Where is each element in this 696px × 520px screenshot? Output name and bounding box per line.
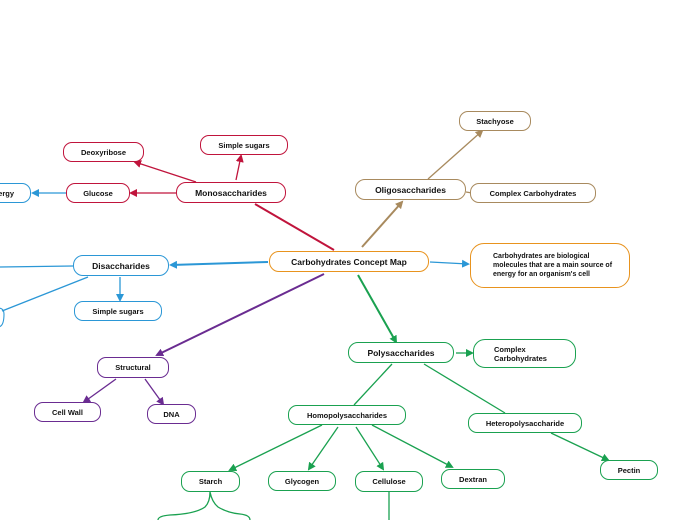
stachyose-node[interactable]: Stachyose bbox=[459, 111, 531, 131]
cellulose-node[interactable]: Cellulose bbox=[355, 471, 423, 492]
polysaccharides-node[interactable]: Polysaccharides bbox=[348, 342, 454, 363]
link-root-polysaccharides bbox=[357, 274, 397, 344]
link-starch-down bbox=[157, 491, 251, 520]
heteropolysaccharide-node[interactable]: Heteropolysaccharide bbox=[468, 413, 582, 433]
link-mono-deoxyribose bbox=[133, 160, 197, 183]
dextran-node[interactable]: Dextran bbox=[441, 469, 505, 489]
definition-node[interactable]: Carbohydrates are biological molecules t… bbox=[470, 243, 630, 288]
link-di-left bbox=[0, 265, 74, 268]
structural-node[interactable]: Structural bbox=[97, 357, 169, 378]
energy-node[interactable]: Energy bbox=[0, 183, 31, 203]
link-poly-hetero bbox=[423, 363, 506, 414]
link-di-lower-left bbox=[1, 276, 89, 312]
link-poly-homo bbox=[353, 363, 393, 406]
pectin-node[interactable]: Pectin bbox=[600, 460, 658, 480]
complex-carbs-poly-node[interactable]: Complex Carbohydrates bbox=[473, 339, 576, 368]
root-node[interactable]: Carbohydrates Concept Map bbox=[269, 251, 429, 272]
cell-wall-node[interactable]: Cell Wall bbox=[34, 402, 101, 422]
link-homo-dextran bbox=[371, 424, 454, 468]
link-hetero-pectin bbox=[550, 432, 610, 462]
link-homo-glycogen bbox=[307, 426, 339, 471]
glucose-node[interactable]: Glucose bbox=[66, 183, 130, 203]
complex-carbs-oligo-node[interactable]: Complex Carbohydrates bbox=[470, 183, 596, 203]
starch-node[interactable]: Starch bbox=[181, 471, 240, 492]
monosaccharides-node[interactable]: Monosaccharides bbox=[176, 182, 286, 203]
link-structural-cellwall bbox=[82, 378, 117, 404]
partial-node-left-edge bbox=[0, 307, 5, 328]
simple-sugars-mono-node[interactable]: Simple sugars bbox=[200, 135, 288, 155]
homopolysaccharides-node[interactable]: Homopolysaccharides bbox=[288, 405, 406, 425]
link-root-disaccharides bbox=[169, 260, 269, 269]
link-root-monosaccharides bbox=[254, 203, 335, 251]
energy-label: Energy bbox=[0, 188, 14, 198]
link-homo-starch bbox=[228, 424, 323, 471]
link-root-definition bbox=[429, 259, 470, 268]
link-oligo-stachyose bbox=[427, 129, 484, 180]
oligosaccharides-node[interactable]: Oligosaccharides bbox=[355, 179, 466, 200]
deoxyribose-node[interactable]: Deoxyribose bbox=[63, 142, 144, 162]
glycogen-node[interactable]: Glycogen bbox=[268, 471, 336, 491]
link-structural-dna bbox=[144, 378, 165, 406]
dna-node[interactable]: DNA bbox=[147, 404, 196, 424]
link-root-structural bbox=[155, 273, 325, 356]
disaccharides-node[interactable]: Disaccharides bbox=[73, 255, 169, 276]
link-mono-simple-sugars bbox=[235, 154, 244, 181]
link-homo-cellulose bbox=[355, 426, 385, 471]
simple-sugars-di-node[interactable]: Simple sugars bbox=[74, 301, 162, 321]
link-root-oligosaccharides bbox=[361, 200, 404, 248]
